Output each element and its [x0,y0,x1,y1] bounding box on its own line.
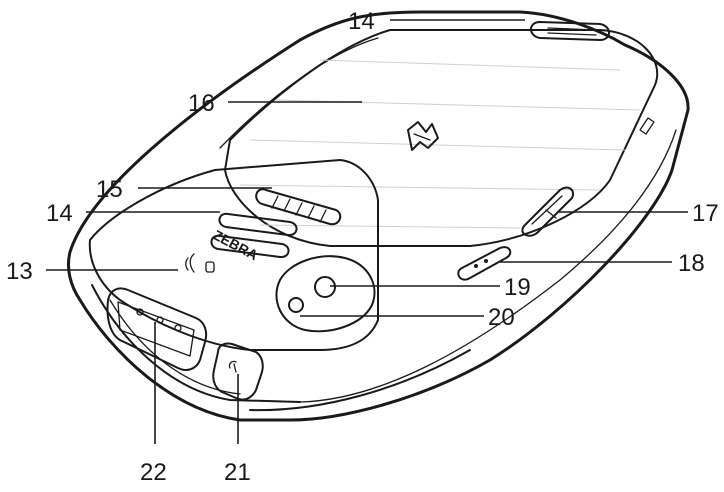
camera-module [275,255,376,333]
device-body [66,10,690,422]
callout-labels: 14 16 15 14 13 17 18 19 20 22 21 [6,8,719,486]
callout-19: 19 [504,274,531,301]
callout-20: 20 [488,304,515,331]
callout-14-lower: 14 [46,200,73,227]
callout-18: 18 [678,250,705,277]
zebra-head-logo-icon [407,121,439,151]
camera-flash [288,297,304,313]
callout-15: 15 [96,176,123,203]
callout-17: 17 [692,200,719,227]
power-button [212,342,264,401]
side-slot [639,117,655,135]
zebra-logo-text: ZEBRA [211,227,261,264]
callout-22: 22 [140,459,167,486]
camera-lens [314,276,336,298]
top-speaker [530,21,610,41]
lower-housing [88,159,379,351]
callout-21: 21 [224,459,251,486]
back-glass-panel [219,29,659,247]
side-key-18 [457,246,512,281]
scan-window [106,287,208,371]
charging-contacts [255,188,342,226]
callout-14-top: 14 [348,8,375,35]
callout-16: 16 [188,90,215,117]
callout-13: 13 [6,258,33,285]
nfc-icon [185,253,215,273]
rear-speaker [210,212,298,259]
zebra-wordmark: ZEBRA [211,227,261,264]
side-key-17 [521,186,574,237]
leader-lines [46,19,688,444]
